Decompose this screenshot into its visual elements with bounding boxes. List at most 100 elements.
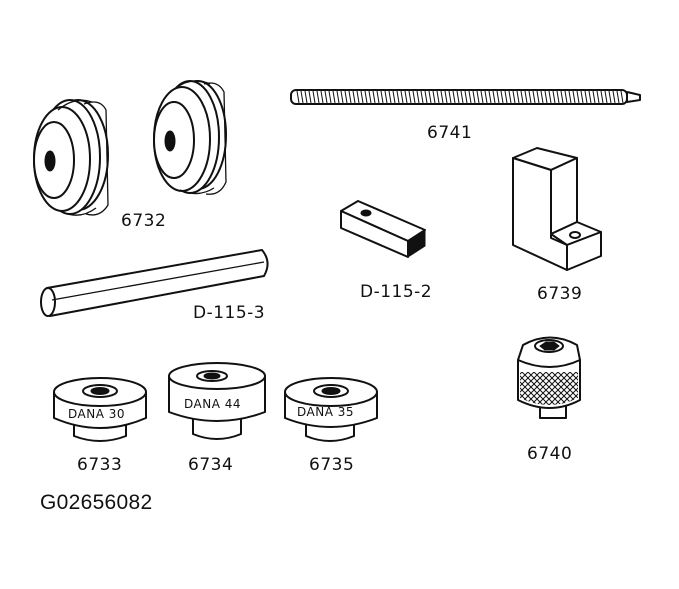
thread-ridge <box>556 90 560 104</box>
figure-id: G02656082 <box>40 491 153 514</box>
pin-D-115-3: D-115-3 <box>40 249 269 323</box>
thread-ridge <box>336 90 340 104</box>
thread-ridge <box>480 90 484 104</box>
thread-ridge <box>320 90 324 104</box>
thread-ridge <box>332 90 336 104</box>
thread-ridge <box>468 90 472 104</box>
thread-ridge <box>508 90 512 104</box>
thread-ridge <box>356 90 360 104</box>
thread-ridge <box>396 90 400 104</box>
thread-ridge <box>504 90 508 104</box>
thread-ridge <box>372 90 376 104</box>
thread-ridge <box>360 90 364 104</box>
installer-disc-right <box>153 80 227 195</box>
thread-ridge <box>588 90 592 104</box>
thread-ridge <box>608 90 612 104</box>
thread-ridge <box>424 90 428 104</box>
marking-dana-35: DANA 35 <box>297 405 354 419</box>
thread-ridge <box>436 90 440 104</box>
thread-ridge <box>488 90 492 104</box>
label-6733: 6733 <box>77 455 122 475</box>
thread-ridge <box>484 90 488 104</box>
thread-ridge <box>324 90 328 104</box>
thread-ridge <box>572 90 576 104</box>
thread-ridge <box>380 90 384 104</box>
thread-ridge <box>532 90 536 104</box>
label-6732: 6732 <box>121 211 166 231</box>
marking-dana-30: DANA 30 <box>68 407 125 421</box>
label-6739: 6739 <box>537 284 582 304</box>
thread-ridge <box>388 90 392 104</box>
thread-ridge <box>544 90 548 104</box>
threaded-rod-6741: 6741 <box>290 89 641 143</box>
thread-ridge <box>552 90 556 104</box>
thread-ridge <box>412 90 416 104</box>
installer-disc-left <box>33 99 109 216</box>
thread-ridge <box>616 90 620 104</box>
thread-ridge <box>476 90 480 104</box>
thread-ridge <box>456 90 460 104</box>
label-6734: 6734 <box>188 455 233 475</box>
thread-ridge <box>536 90 540 104</box>
thread-ridge <box>612 90 616 104</box>
thread-ridge <box>420 90 424 104</box>
thread-ridge <box>316 90 320 104</box>
thread-ridge <box>384 90 388 104</box>
thread-ridge <box>604 90 608 104</box>
thread-ridge <box>404 90 408 104</box>
thread-ridge <box>620 90 624 104</box>
knurled-driver-6740: 6740 <box>517 336 581 464</box>
thread-ridge <box>368 90 372 104</box>
label-6740: 6740 <box>527 444 572 464</box>
thread-ridge <box>600 90 604 104</box>
thread-ridge <box>428 90 432 104</box>
label-6741: 6741 <box>427 123 472 143</box>
thread-ridge <box>376 90 380 104</box>
thread-ridge <box>548 90 552 104</box>
thread-ridge <box>444 90 448 104</box>
label-D-115-2: D-115-2 <box>360 282 432 302</box>
thread-ridge <box>580 90 584 104</box>
thread-ridge <box>584 90 588 104</box>
thread-ridge <box>576 90 580 104</box>
thread-ridge <box>344 90 348 104</box>
label-6735: 6735 <box>309 455 354 475</box>
thread-ridge <box>432 90 436 104</box>
thread-ridge <box>500 90 504 104</box>
thread-ridge <box>472 90 476 104</box>
thread-ridge <box>416 90 420 104</box>
adapter-6733: DANA 30 6733 <box>53 377 147 475</box>
fixture-6739: 6739 <box>512 147 602 304</box>
thread-ridge <box>524 90 528 104</box>
thread-ridge <box>464 90 468 104</box>
installer-disc-pair-6732: 6732 <box>33 80 227 231</box>
thread-ridge <box>568 90 572 104</box>
adapter-6734: DANA 44 6734 <box>168 362 266 475</box>
thread-ridge <box>460 90 464 104</box>
thread-ridge <box>392 90 396 104</box>
thread-ridge <box>592 90 596 104</box>
thread-ridge <box>312 90 316 104</box>
thread-ridge <box>308 90 312 104</box>
thread-ridge <box>304 90 308 104</box>
thread-ridge <box>328 90 332 104</box>
thread-ridge <box>296 90 300 104</box>
thread-ridge <box>364 90 368 104</box>
thread-ridge <box>560 90 564 104</box>
thread-ridge <box>348 90 352 104</box>
thread-ridge <box>496 90 500 104</box>
thread-ridge <box>516 90 520 104</box>
thread-ridge <box>540 90 544 104</box>
thread-ridge <box>400 90 404 104</box>
thread-ridge <box>440 90 444 104</box>
thread-ridge <box>512 90 516 104</box>
label-D-115-3: D-115-3 <box>193 303 265 323</box>
adapter-6735: DANA 35 6735 <box>284 377 378 475</box>
thread-ridge <box>520 90 524 104</box>
thread-ridge <box>564 90 568 104</box>
marking-dana-44: DANA 44 <box>184 397 241 411</box>
thread-ridge <box>452 90 456 104</box>
thread-ridge <box>340 90 344 104</box>
